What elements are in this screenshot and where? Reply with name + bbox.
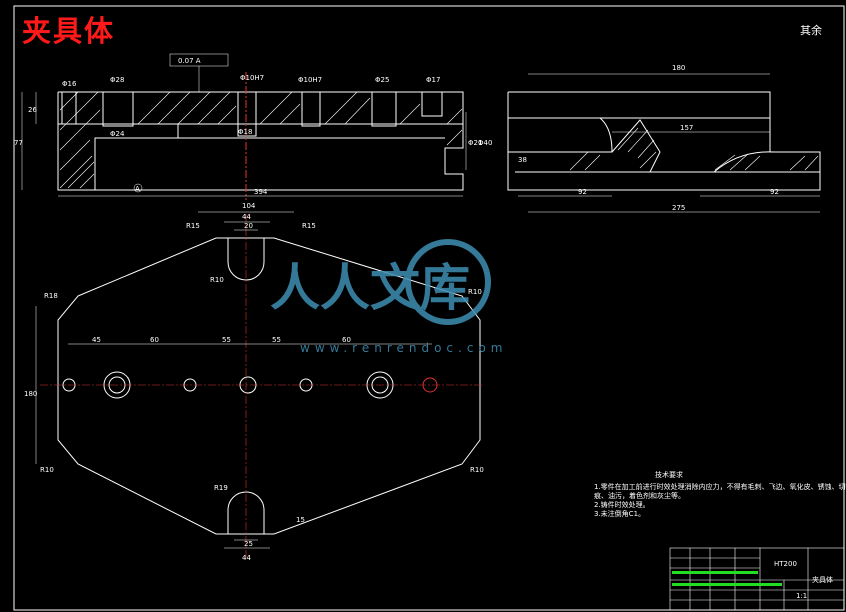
plan-centerlines xyxy=(40,214,484,560)
dim-phi10h7-b: Φ10H7 xyxy=(298,76,322,84)
dim-r10-c: R10 xyxy=(40,466,54,474)
dim-60-b: 60 xyxy=(342,336,351,344)
front-section-view xyxy=(57,72,464,200)
dim-r18: R18 xyxy=(44,292,58,300)
plan-dimension-lines xyxy=(35,211,432,549)
dim-25: 25 xyxy=(244,540,253,548)
tech-line-4: 3.未注倒角C1。 xyxy=(594,509,645,518)
dim-phi10h7-a: Φ10H7 xyxy=(240,74,264,82)
dim-394: 394 xyxy=(254,188,268,196)
watermark-text: 人人文库 xyxy=(270,259,470,317)
dim-104: 104 xyxy=(242,202,256,210)
dim-77: 77 xyxy=(14,139,23,147)
dim-60-a: 60 xyxy=(150,336,159,344)
front-dimension-lines xyxy=(21,53,467,197)
dim-r15-a: R15 xyxy=(186,222,200,230)
dim-20: 20 xyxy=(244,222,253,230)
side-hatching xyxy=(569,127,819,171)
dim-55-a: 55 xyxy=(222,336,231,344)
dim-26: 26 xyxy=(28,106,37,114)
tech-requirements: 技术要求 1.零件在加工前进行时效处理消除内应力，不得有毛刺、飞边、氧化皮、锈蚀… xyxy=(594,470,846,518)
dim-phi17: Φ17 xyxy=(426,76,440,84)
dim-r10-d: R10 xyxy=(470,466,484,474)
dim-180-side: 180 xyxy=(672,64,685,72)
roughness-note: 其余 xyxy=(800,24,822,37)
tolerance-frame: 0.07 A xyxy=(178,57,201,65)
side-view xyxy=(507,91,821,191)
side-dimension-lines xyxy=(518,73,820,213)
tech-line-3: 2.铸件时效处理。 xyxy=(594,500,650,509)
tech-heading: 技术要求 xyxy=(655,470,683,479)
front-hatching xyxy=(59,91,463,189)
drawing-frame xyxy=(13,5,845,611)
dim-44-bottom: 44 xyxy=(242,554,251,562)
dim-180-plan: 180 xyxy=(24,390,37,398)
dim-45: 45 xyxy=(92,336,101,344)
tech-line-1: 1.零件在加工前进行时效处理消除内应力，不得有毛刺、飞边、氧化皮、锈蚀、切 xyxy=(594,482,846,491)
dim-157: 157 xyxy=(680,124,693,132)
watermark-url: www.renrendoc.com xyxy=(300,341,507,355)
title-material: HT200 xyxy=(774,560,797,568)
dim-phi16: Φ16 xyxy=(62,80,77,88)
tech-line-2: 痕、油污，着色剂和灰尘等。 xyxy=(594,491,685,500)
dim-15: 15 xyxy=(296,516,305,524)
title-block-green-rows xyxy=(672,571,782,586)
dim-phi18: Φ18 xyxy=(238,128,252,136)
dim-r10-a: R10 xyxy=(210,276,224,284)
watermark: 人人文库 www.renrendoc.com xyxy=(270,239,507,355)
dim-38: 38 xyxy=(518,156,527,164)
dim-44-top: 44 xyxy=(242,213,251,221)
title-block xyxy=(669,547,845,611)
dim-r15-b: R15 xyxy=(302,222,316,230)
title-scale: 1:1 xyxy=(796,592,807,600)
dim-r10-b: R10 xyxy=(468,288,482,296)
dim-phi40: Φ40 xyxy=(478,139,492,147)
dim-phi28: Φ28 xyxy=(110,76,124,84)
dim-92-a: 92 xyxy=(578,188,587,196)
drawing-title: 夹具体 xyxy=(22,14,116,48)
dim-275: 275 xyxy=(672,204,685,212)
title-part-name: 夹具体 xyxy=(812,575,833,584)
dim-55-b: 55 xyxy=(272,336,281,344)
dim-phi25: Φ25 xyxy=(375,76,389,84)
dim-phi21: Φ21 xyxy=(468,139,482,147)
dim-r19: R19 xyxy=(214,484,228,492)
dim-phi24: Φ24 xyxy=(110,130,125,138)
dim-92-b: 92 xyxy=(770,188,779,196)
datum-a-label: A xyxy=(135,185,140,193)
